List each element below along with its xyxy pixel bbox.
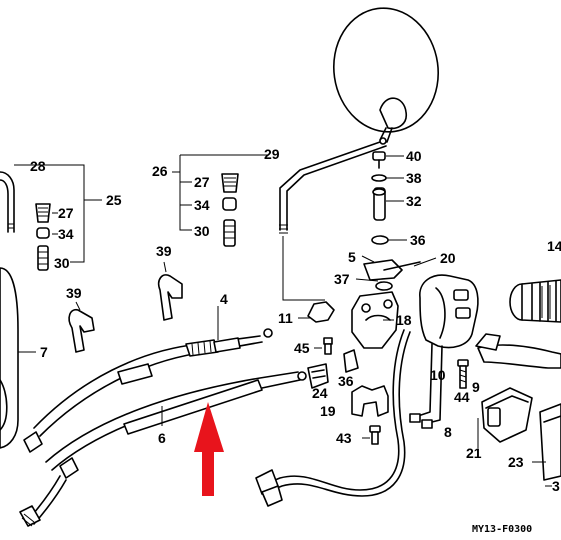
callout-26: 26 bbox=[152, 163, 168, 179]
hardware-group-26 bbox=[172, 154, 268, 247]
highlight-arrow bbox=[194, 402, 224, 496]
callout-44: 44 bbox=[454, 389, 470, 405]
callout-27: 27 bbox=[58, 205, 74, 221]
callout-23: 23 bbox=[508, 454, 524, 470]
callout-6: 6 bbox=[158, 430, 166, 446]
callout-21: 21 bbox=[466, 445, 482, 461]
callout-39: 39 bbox=[66, 285, 82, 301]
callout-labels: 28 25 27 34 30 26 29 27 34 30 40 38 32 3… bbox=[30, 146, 561, 535]
callout-34: 34 bbox=[194, 197, 210, 213]
callout-28: 28 bbox=[30, 158, 46, 174]
switch-harness bbox=[255, 329, 411, 507]
callout-39: 39 bbox=[156, 243, 172, 259]
switch-21 bbox=[477, 387, 533, 448]
screw-44 bbox=[457, 359, 469, 389]
switch-housing bbox=[409, 274, 479, 429]
switch-23 bbox=[532, 403, 561, 487]
callout-24: 24 bbox=[312, 385, 328, 401]
bracket-11 bbox=[298, 301, 335, 323]
callout-4: 4 bbox=[220, 291, 228, 307]
callout-37: 37 bbox=[334, 271, 350, 287]
small-hardware bbox=[307, 337, 389, 445]
callout-10: 10 bbox=[430, 367, 446, 383]
mirror bbox=[332, 7, 440, 145]
callout-19: 19 bbox=[320, 403, 336, 419]
callout-34: 34 bbox=[58, 226, 74, 242]
callout-32: 32 bbox=[406, 193, 422, 209]
callout-43: 43 bbox=[336, 430, 352, 446]
callout-18: 18 bbox=[396, 312, 412, 328]
hand-grip bbox=[509, 279, 561, 323]
callout-7: 7 bbox=[40, 344, 48, 360]
callout-8: 8 bbox=[444, 424, 452, 440]
diagram-code: MY13-F0300 bbox=[472, 524, 532, 535]
callout-9: 9 bbox=[472, 379, 480, 395]
callout-45: 45 bbox=[294, 340, 310, 356]
callout-14: 14 bbox=[547, 238, 561, 254]
cable-clip-left bbox=[68, 301, 95, 353]
throttle-cables bbox=[19, 306, 307, 527]
callout-3: 3 bbox=[552, 478, 560, 494]
hardware-group-25 bbox=[14, 164, 102, 271]
left-bar-end bbox=[0, 171, 36, 449]
callout-36: 36 bbox=[338, 373, 354, 389]
callout-20: 20 bbox=[440, 250, 456, 266]
callout-29: 29 bbox=[264, 146, 280, 162]
callout-30: 30 bbox=[54, 255, 70, 271]
perch-assembly bbox=[351, 255, 437, 349]
callout-5: 5 bbox=[348, 249, 356, 265]
clutch-lever bbox=[475, 333, 561, 369]
callout-38: 38 bbox=[406, 170, 422, 186]
mirror-stem bbox=[279, 141, 387, 301]
cable-clip-center bbox=[157, 261, 183, 321]
mirror-mount-hardware bbox=[371, 151, 407, 245]
callout-40: 40 bbox=[406, 148, 422, 164]
callout-30: 30 bbox=[194, 223, 210, 239]
callout-11: 11 bbox=[278, 310, 293, 326]
callout-25: 25 bbox=[106, 192, 122, 208]
callout-36: 36 bbox=[410, 232, 426, 248]
callout-27: 27 bbox=[194, 174, 210, 190]
